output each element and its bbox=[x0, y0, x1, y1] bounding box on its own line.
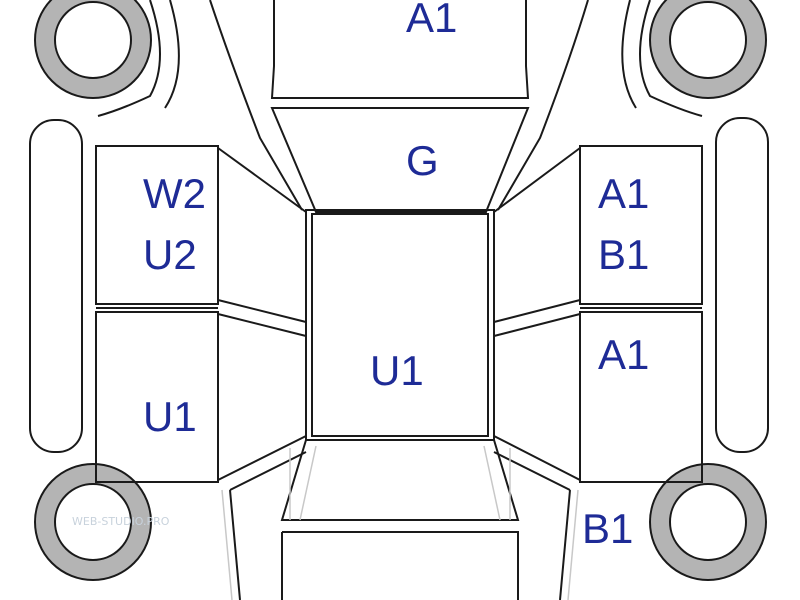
left-side-skirt bbox=[29, 119, 83, 453]
right-rear-quarter-label: B1 bbox=[582, 505, 634, 552]
left-rear-door-label: U1 bbox=[143, 393, 197, 440]
roof-label: U1 bbox=[370, 347, 424, 394]
front-right-fender bbox=[639, 0, 703, 117]
left-rear-door bbox=[95, 311, 219, 483]
front-left-fender bbox=[97, 0, 161, 117]
right-rear-door bbox=[579, 311, 703, 483]
right-side-skirt bbox=[715, 117, 769, 453]
roof-panel bbox=[311, 213, 489, 437]
right-rear-door-label: A1 bbox=[598, 331, 650, 378]
hood-panel bbox=[270, 0, 530, 99]
wheel-front-right bbox=[649, 0, 767, 99]
right-front-door-upper-label: A1 bbox=[598, 170, 650, 217]
wheel-rear-left bbox=[34, 463, 152, 581]
left-front-door-lower-label: U2 bbox=[143, 231, 197, 278]
right-front-door bbox=[579, 145, 703, 305]
wheel-front-left bbox=[34, 0, 152, 99]
right-front-door-lower-label: B1 bbox=[598, 231, 650, 278]
windshield-label: G bbox=[406, 137, 439, 184]
windshield-panel bbox=[270, 107, 530, 213]
hood-label: A1 bbox=[406, 0, 458, 41]
rear-window-panel bbox=[280, 439, 520, 521]
watermark-text: WEB-STUDIO.PRO bbox=[72, 515, 170, 528]
left-front-door bbox=[95, 145, 219, 305]
trunk-panel bbox=[281, 531, 519, 600]
wheel-rear-right bbox=[649, 463, 767, 581]
left-front-door-upper-label: W2 bbox=[143, 170, 206, 217]
